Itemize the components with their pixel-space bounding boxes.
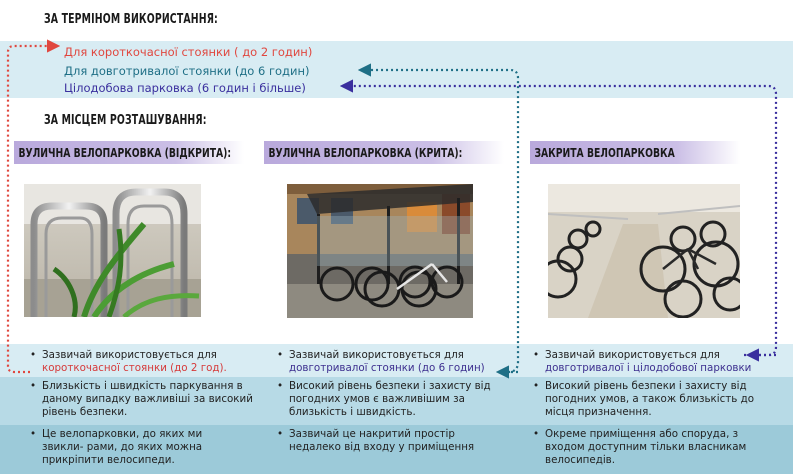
col1-bullet1-highlight: короткочасної стоянки (до 2 год).: [42, 362, 227, 374]
banner-covered-label: ВУЛИЧНА ВЕЛОПАРКОВКА (КРИТА):: [268, 145, 463, 160]
col1-bullet2-text: Близькість і швидкість паркування в дано…: [42, 380, 253, 418]
col1-bullet3: • Це велопарковки, до яких ми звикли- ра…: [30, 428, 240, 467]
col3-bullet2-text: Високий рівень безпеки і захисту від пог…: [545, 380, 755, 418]
bullet-dot: •: [277, 428, 284, 440]
col3-bullet1-prefix: Зазвичай використовується для: [545, 349, 720, 361]
col1-bullet2: • Близькість і швидкість паркування в да…: [30, 380, 255, 419]
col3-bullet3-text: Окреме приміщення або споруда, з входом …: [545, 428, 747, 466]
bullet-dot: •: [277, 349, 284, 361]
col2-bullet2: • Високий рівень безпеки і захисту від п…: [277, 380, 499, 419]
bullet-dot: •: [30, 349, 37, 361]
bullet-dot: •: [533, 428, 540, 440]
col1-bullet1-prefix: Зазвичай використовується для: [42, 349, 217, 361]
banner-indoor-label: ЗАКРИТА ВЕЛОПАРКОВКА: [534, 145, 675, 160]
indoor-bike-room-photo: [548, 184, 740, 318]
covered-bike-shelter-photo: [287, 184, 473, 318]
section-term-title: ЗА ТЕРМІНОМ ВИКОРИСТАННЯ:: [44, 12, 218, 27]
term-long: Для довготривалої стоянки (до 6 годин): [64, 64, 310, 78]
col2-bullet2-text: Високий рівень безпеки і захисту від пог…: [289, 380, 491, 418]
bullet-dot: •: [533, 349, 540, 361]
col2-bullet3-text: Зазвичай це накритий простір недалеко ві…: [289, 428, 475, 453]
col2-bullet1-prefix: Зазвичай використовується для: [289, 349, 464, 361]
col3-bullet1-highlight: довготривалої і цілодобової парковки: [545, 362, 752, 374]
banner-open-label: ВУЛИЧНА ВЕЛОПАРКОВКА (ВІДКРИТА):: [18, 145, 232, 160]
col3-bullet3: • Окреме приміщення або споруда, з входо…: [533, 428, 769, 467]
banner-covered: ВУЛИЧНА ВЕЛОПАРКОВКА (КРИТА):: [264, 141, 504, 164]
col2-bullet3: • Зазвичай це накритий простір недалеко …: [277, 428, 489, 454]
col2-bullet1-highlight: довготривалої стоянки (до 6 годин): [289, 362, 485, 374]
bullet-dot: •: [30, 380, 37, 392]
open-bike-rack-photo: [24, 184, 201, 317]
bullet-band-2: [0, 377, 793, 425]
section-place-title: ЗА МІСЦЕМ РОЗТАШУВАННЯ:: [44, 113, 207, 128]
bullet-dot: •: [30, 428, 37, 440]
banner-indoor: ЗАКРИТА ВЕЛОПАРКОВКА: [530, 141, 740, 164]
bullet-band-3: [0, 425, 793, 474]
col3-bullet2: • Високий рівень безпеки і захисту від п…: [533, 380, 769, 419]
term-all-day: Цілодобова парковка (6 годин і більше): [64, 81, 306, 95]
bullet-dot: •: [533, 380, 540, 392]
bullet-dot: •: [277, 380, 284, 392]
banner-open: ВУЛИЧНА ВЕЛОПАРКОВКА (ВІДКРИТА):: [14, 141, 244, 164]
term-short: Для короткочасної стоянки ( до 2 годин): [64, 45, 313, 59]
col1-bullet3-text: Це велопарковки, до яких ми звикли- рами…: [42, 428, 203, 466]
